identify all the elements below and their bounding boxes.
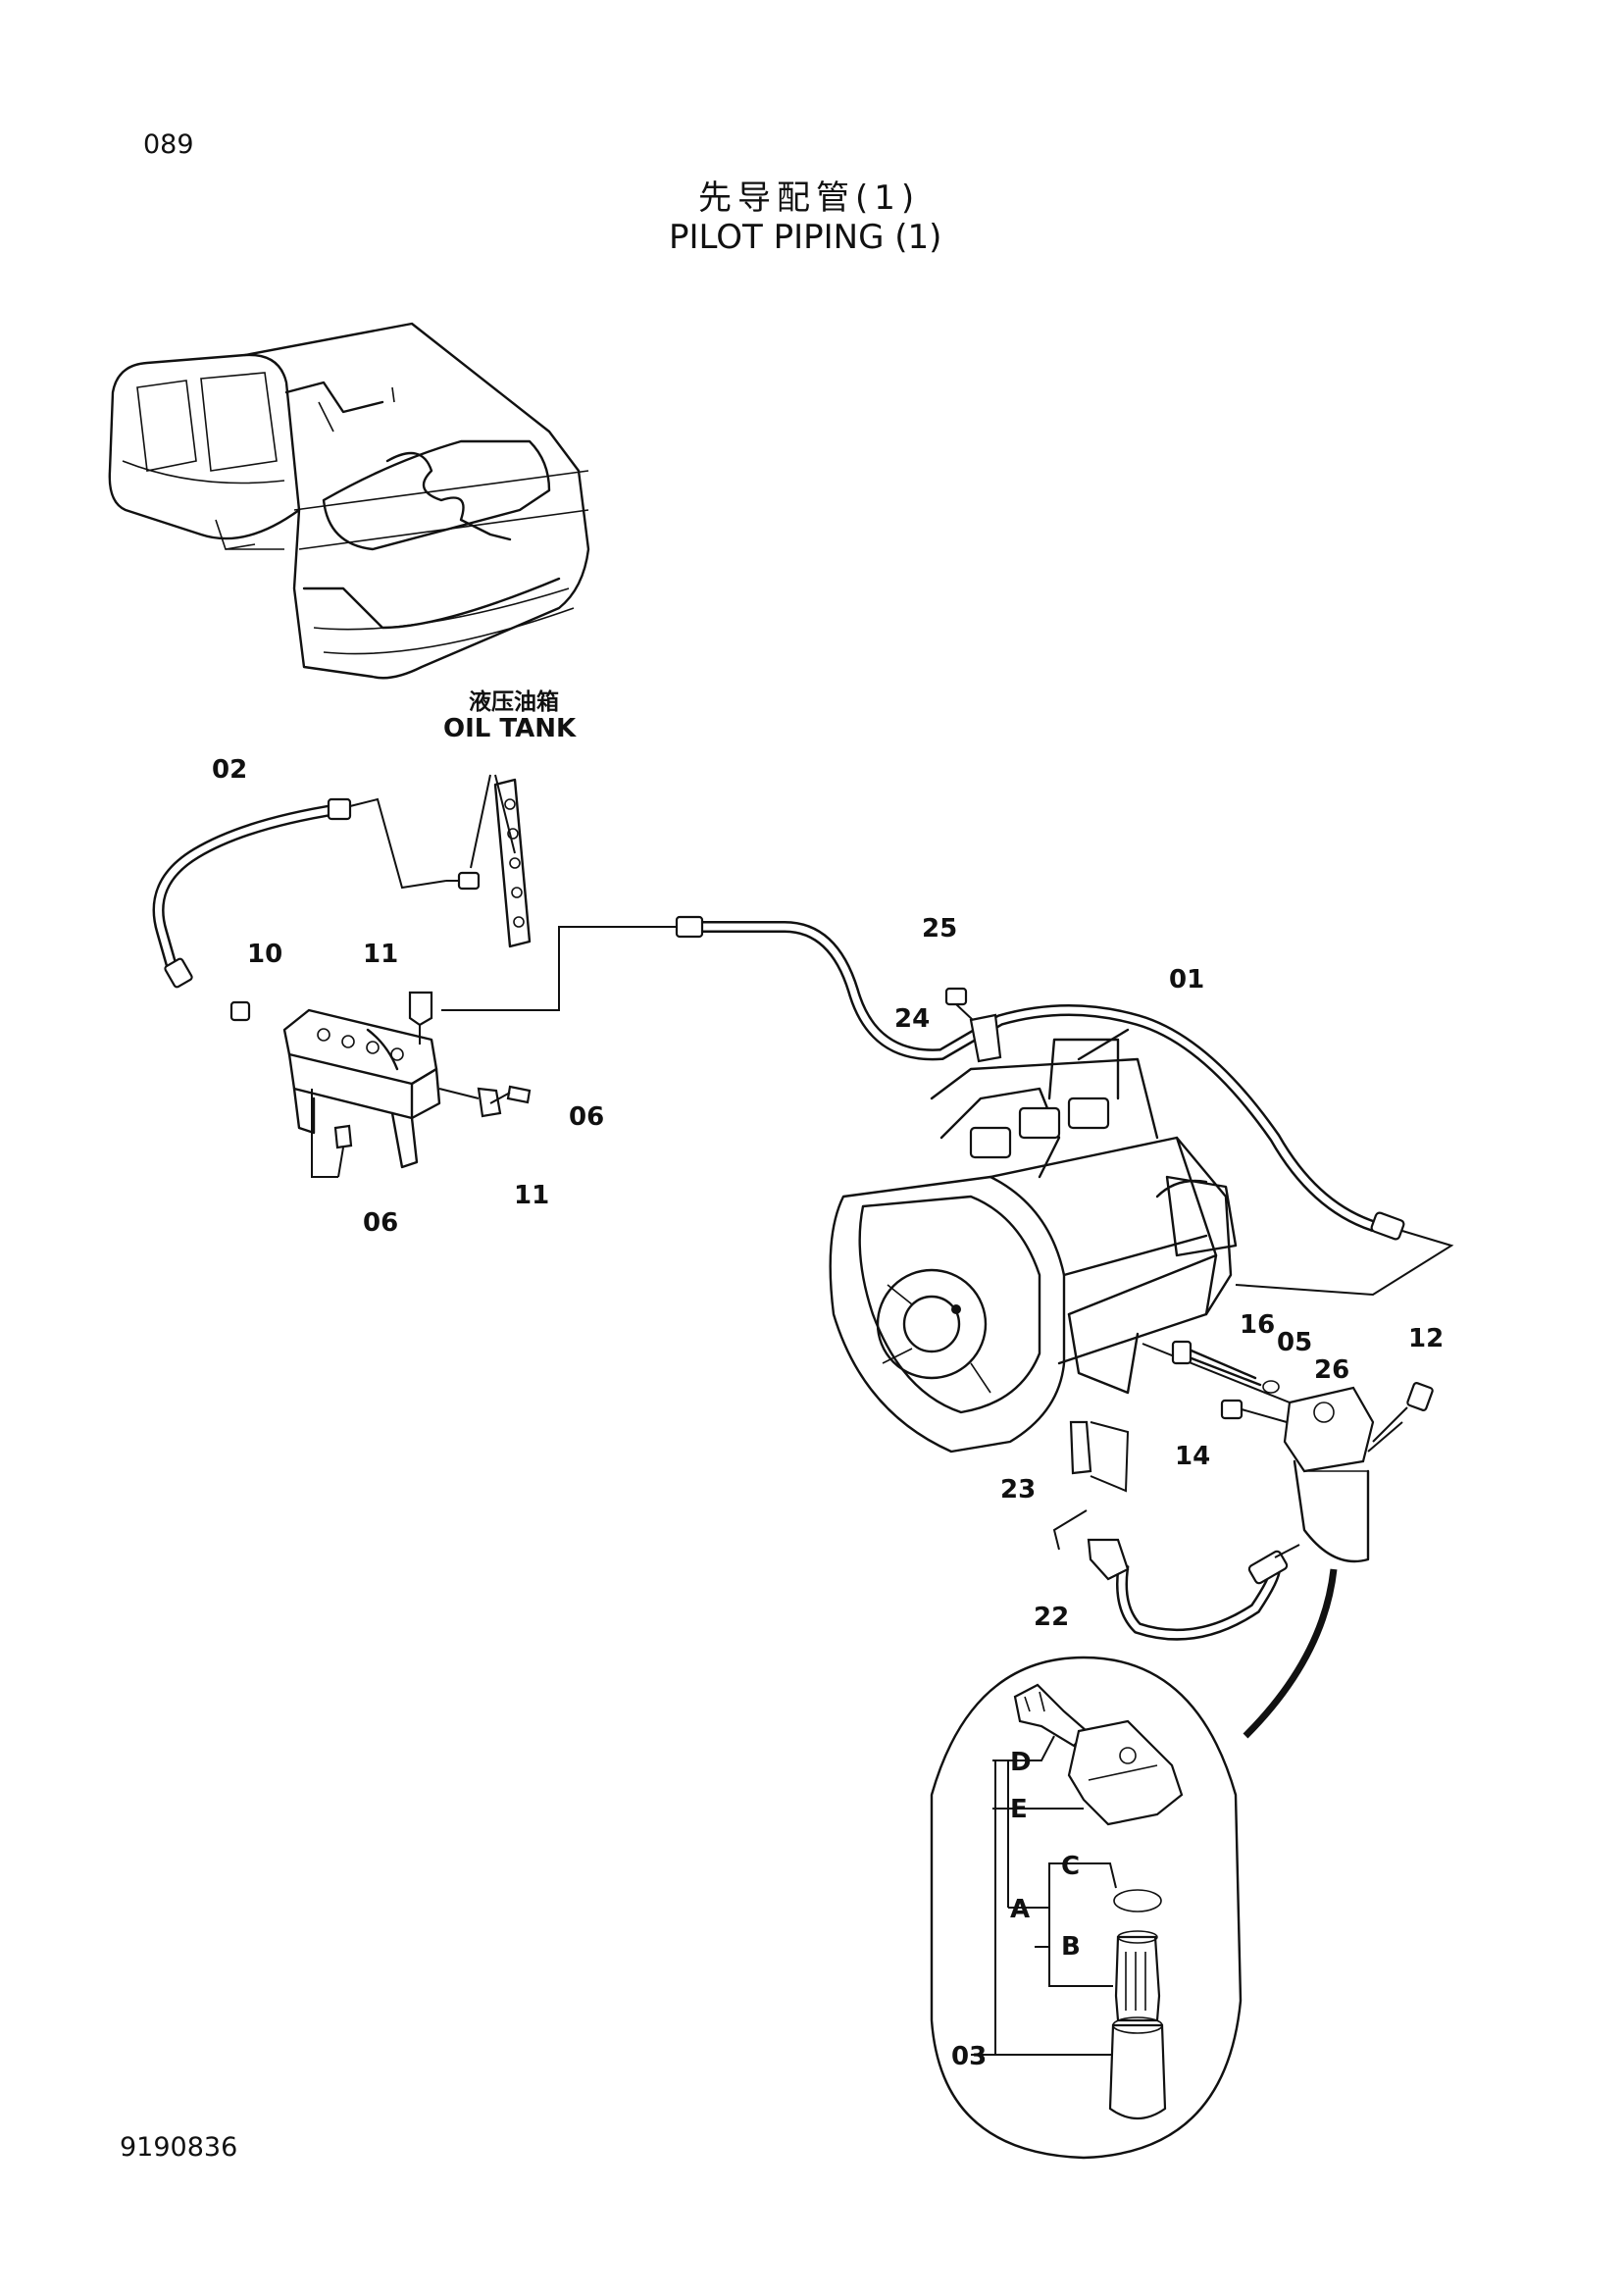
- callout-01: 01: [1169, 965, 1205, 994]
- hose-02: [152, 797, 447, 989]
- detail-letter-d: D: [1010, 1748, 1032, 1777]
- callout-26: 26: [1314, 1355, 1350, 1385]
- hose-01: [675, 915, 1405, 1241]
- detail-letter-c: C: [1061, 1852, 1081, 1881]
- oil-tank-plate: [446, 774, 532, 948]
- detail-letter-e: E: [1010, 1795, 1028, 1824]
- connector-line-filter: [1235, 1230, 1454, 1297]
- page-title-chinese: 先导配管(1): [698, 178, 921, 218]
- clamp-24-bolt-25: [944, 987, 1002, 1063]
- line-filter-assembly: [1171, 1340, 1434, 1563]
- oil-tank-label-en: OIL TANK: [443, 714, 577, 743]
- callout-24: 24: [894, 1004, 931, 1034]
- page-number: 089: [143, 129, 194, 160]
- excavator-overview-illustration: [108, 322, 590, 680]
- callout-05: 05: [1277, 1328, 1313, 1357]
- callout-11-top: 11: [363, 940, 399, 969]
- detail-letter-a: A: [1010, 1895, 1031, 1924]
- callout-06-right: 06: [569, 1102, 605, 1132]
- filter-detail-view: [930, 1656, 1243, 2160]
- callout-22: 22: [1034, 1603, 1070, 1632]
- oil-tank-label-cn: 液压油箱: [469, 689, 559, 715]
- callout-10: 10: [247, 940, 283, 969]
- callout-25: 25: [922, 914, 958, 944]
- document-number: 9190836: [120, 2132, 238, 2163]
- callout-14: 14: [1175, 1442, 1211, 1471]
- hydraulic-pump-assembly: [829, 1028, 1238, 1493]
- detail-leader-arc: [1243, 1568, 1338, 1739]
- callout-23: 23: [1000, 1475, 1037, 1504]
- hose-22: [1052, 1509, 1300, 1641]
- connector-line-tank: [441, 926, 677, 1011]
- callout-03: 03: [951, 2042, 988, 2071]
- callout-06-lower: 06: [363, 1208, 399, 1238]
- page-title-english: PILOT PIPING (1): [669, 218, 942, 257]
- callout-11-lower: 11: [514, 1181, 550, 1210]
- detail-letter-b: B: [1061, 1932, 1081, 1962]
- callout-12: 12: [1408, 1324, 1445, 1353]
- pilot-manifold-block: [229, 991, 532, 1178]
- callout-02: 02: [212, 755, 248, 785]
- callout-16: 16: [1240, 1310, 1276, 1340]
